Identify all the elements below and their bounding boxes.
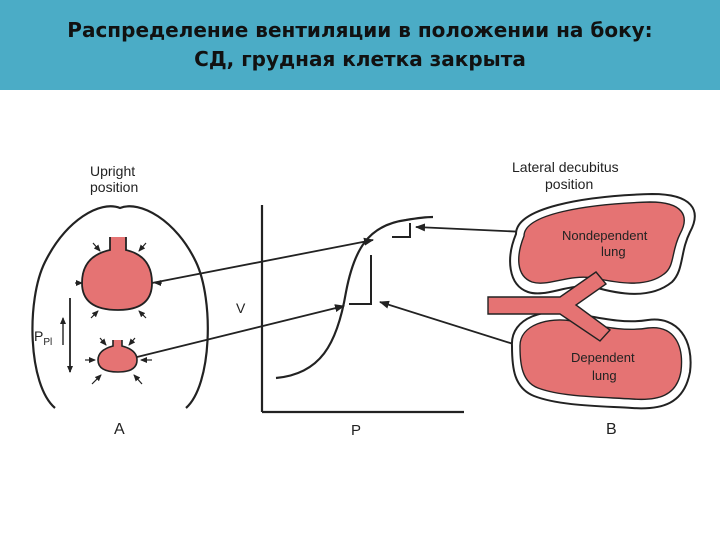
panel-a-upright: Upright position: [31, 163, 209, 438]
panel-a-letter: A: [114, 421, 125, 438]
dependent-lung-label-1: Dependent: [571, 350, 635, 365]
panel-b-letter: B: [606, 421, 617, 438]
panel-b-lateral-decubitus: Lateral decubitus position Nondependent …: [487, 159, 696, 438]
lower-alveolus-to-curve-arrow: [136, 304, 345, 358]
nondependent-lung: [518, 201, 685, 284]
pleural-pressure-label: PPl: [34, 328, 52, 348]
panel-b-heading-line-2: position: [545, 176, 593, 192]
dependent-lung-to-curve-arrow: [379, 300, 527, 349]
ventilation-diagram: Upright position: [31, 159, 696, 439]
panel-b-heading-line-1: Lateral decubitus: [512, 159, 619, 175]
pressure-volume-curve-panel: V P: [236, 205, 464, 439]
upper-operating-bracket: [392, 223, 411, 238]
trachea-and-bronchi: [487, 271, 612, 342]
slide-title-line-2: СД, грудная клетка закрыта: [194, 47, 526, 71]
slide-title-line-1: Распределение вентиляции в положении на …: [67, 18, 653, 42]
nondependent-lung-to-curve-arrow: [415, 223, 527, 233]
pv-compliance-curve: [275, 215, 434, 380]
upright-pleural-cavity-outline: [31, 205, 209, 409]
lower-alveolus-force-arrows: [85, 337, 152, 385]
nondependent-lung-label-1: Nondependent: [562, 228, 648, 243]
upright-lower-alveolus: [97, 340, 138, 373]
dependent-lung-label-2: lung: [592, 368, 617, 383]
panel-a-heading-line-1: Upright: [90, 163, 135, 179]
x-axis-label: P: [351, 422, 361, 439]
lower-operating-bracket: [349, 255, 372, 305]
upright-upper-alveolus: [81, 237, 153, 311]
upper-alveolus-to-curve-arrow: [151, 237, 374, 284]
y-axis-label: V: [236, 300, 246, 316]
upper-alveolus-force-arrows: [75, 242, 162, 319]
nondependent-lung-label-2: lung: [601, 244, 626, 259]
panel-a-heading-line-2: position: [90, 179, 138, 195]
slide-title-bar: Распределение вентиляции в положении на …: [0, 0, 720, 90]
